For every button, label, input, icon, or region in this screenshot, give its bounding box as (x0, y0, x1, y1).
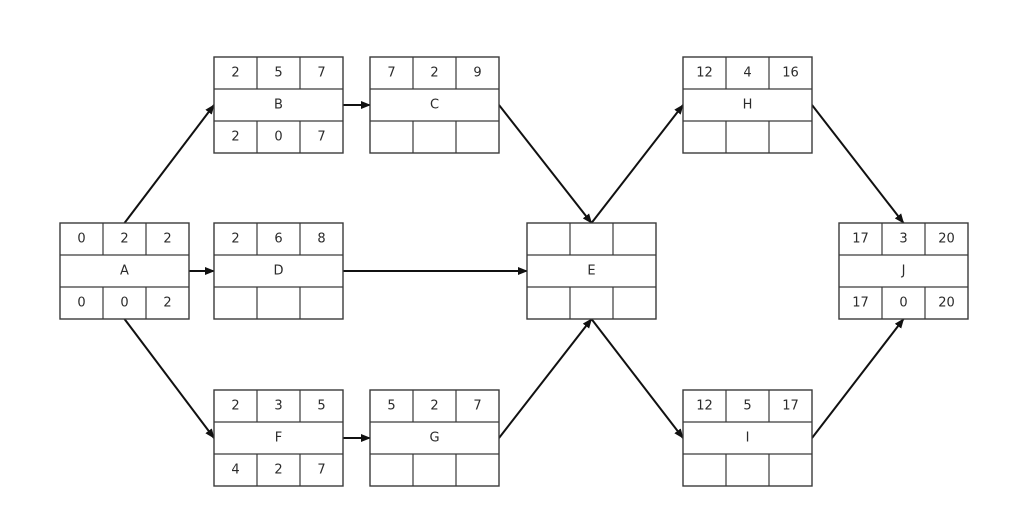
node-name: F (275, 431, 282, 446)
node-name: E (587, 264, 595, 279)
cell-bottom-1: 0 (899, 296, 907, 311)
node-box (213, 222, 344, 320)
cell-top-0: 2 (231, 232, 239, 247)
edge-e-i (590, 318, 684, 439)
cell-top-2: 7 (473, 399, 481, 414)
edge-c-e (498, 104, 593, 224)
cell-bottom-1: 2 (274, 463, 282, 478)
cell-bottom-1: 0 (120, 296, 128, 311)
node-box (369, 56, 500, 154)
cell-top-0: 0 (77, 232, 85, 247)
cell-bottom-2: 20 (938, 296, 955, 311)
cell-top-2: 16 (782, 66, 799, 81)
node-i: 12 5 17I (682, 389, 813, 487)
cell-top-1: 3 (274, 399, 282, 414)
edges-layer (123, 101, 905, 442)
edge-i-j (811, 318, 905, 439)
node-name: A (120, 264, 129, 279)
cell-top-2: 5 (317, 399, 325, 414)
cell-top-1: 4 (743, 66, 751, 81)
cell-bottom-1: 0 (274, 130, 282, 145)
cell-top-0: 5 (387, 399, 395, 414)
edge-h-j (811, 104, 905, 224)
cell-top-1: 2 (430, 399, 438, 414)
node-name: C (430, 98, 439, 113)
node-name: G (429, 431, 439, 446)
cell-top-0: 12 (696, 66, 713, 81)
node-box (526, 222, 657, 320)
cell-top-1: 3 (899, 232, 907, 247)
cell-bottom-2: 2 (163, 296, 171, 311)
cell-top-2: 17 (782, 399, 799, 414)
edge-a-f (123, 318, 215, 439)
cell-top-2: 7 (317, 66, 325, 81)
node-d: 2 6 8D (213, 222, 344, 320)
cell-top-2: 2 (163, 232, 171, 247)
cell-top-1: 2 (430, 66, 438, 81)
cell-top-2: 9 (473, 66, 481, 81)
node-name: H (743, 98, 753, 113)
node-box (213, 389, 344, 487)
node-c: 7 2 9C (369, 56, 500, 154)
cell-top-1: 5 (274, 66, 282, 81)
edge-a-b (123, 104, 215, 224)
node-name: I (746, 431, 750, 446)
cell-bottom-2: 7 (317, 130, 325, 145)
cell-top-1: 6 (274, 232, 282, 247)
cell-bottom-0: 17 (852, 296, 869, 311)
node-box (838, 222, 969, 320)
cell-top-2: 20 (938, 232, 955, 247)
cell-bottom-0: 2 (231, 130, 239, 145)
cell-bottom-0: 4 (231, 463, 239, 478)
edge-g-e (498, 318, 593, 439)
cell-bottom-2: 7 (317, 463, 325, 478)
node-g: 5 2 7G (369, 389, 500, 487)
node-h: 12 4 16H (682, 56, 813, 154)
cell-top-2: 8 (317, 232, 325, 247)
edge-e-h (590, 104, 684, 224)
node-e: E (526, 222, 657, 320)
node-box (369, 389, 500, 487)
node-name: D (273, 264, 283, 279)
node-f: 2 3 5F 4 2 7 (213, 389, 344, 487)
node-box (682, 56, 813, 154)
cell-top-0: 2 (231, 399, 239, 414)
node-name: J (901, 264, 906, 279)
cell-top-0: 2 (231, 66, 239, 81)
node-name: B (274, 98, 283, 113)
cell-top-0: 17 (852, 232, 869, 247)
cell-top-1: 5 (743, 399, 751, 414)
node-box (59, 222, 190, 320)
cell-bottom-0: 0 (77, 296, 85, 311)
cell-top-0: 12 (696, 399, 713, 414)
node-box (213, 56, 344, 154)
cell-top-1: 2 (120, 232, 128, 247)
cell-top-0: 7 (387, 66, 395, 81)
node-box (682, 389, 813, 487)
